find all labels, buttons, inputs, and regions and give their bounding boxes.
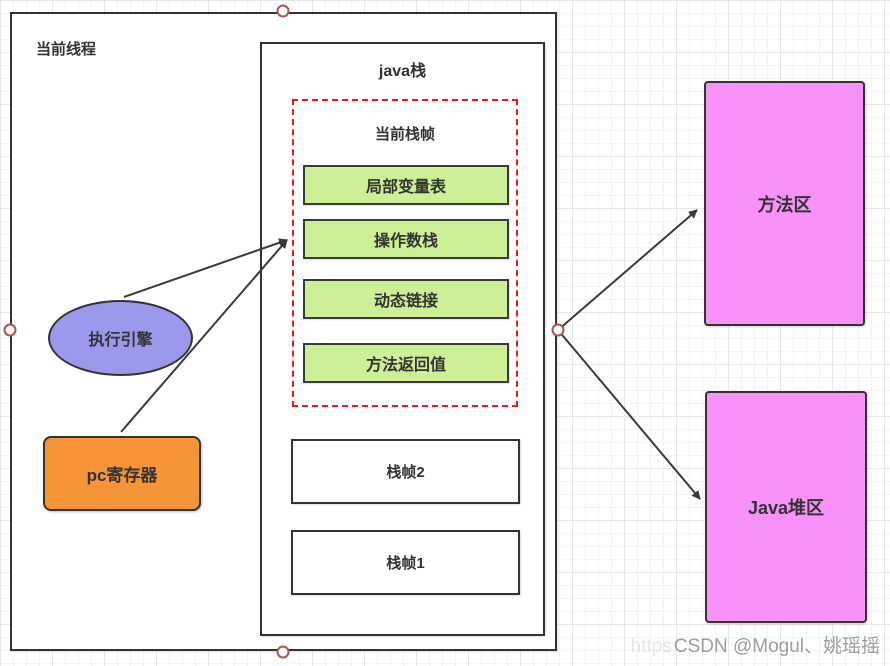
method-area-box[interactable]: 方法区 [704,81,865,326]
pc-register-label: pc寄存器 [86,466,158,485]
method-area-label: 方法区 [757,194,812,215]
stack-frame-1-box[interactable]: 栈帧1 [291,530,520,595]
pc-register-box[interactable]: pc寄存器 [43,436,201,511]
current-stack-frame-box[interactable]: 当前栈帧 局部变量表 操作数栈 动态链接 方法返回值 [292,99,518,407]
execution-engine-ellipse[interactable]: 执行引擎 [48,300,193,376]
java-heap-box[interactable]: Java堆区 [705,391,867,623]
dynamic-linking-label: 动态链接 [373,293,438,310]
method-return-value-box[interactable]: 方法返回值 [303,343,509,383]
dynamic-linking-box[interactable]: 动态链接 [303,279,509,319]
operand-stack-label: 操作数栈 [373,233,438,250]
operand-stack-box[interactable]: 操作数栈 [303,219,509,259]
stack-frame-2-label: 栈帧2 [386,464,425,481]
arrow-thread-to-method-area[interactable] [557,209,698,331]
watermark-faint-prefix: https [630,636,672,657]
watermark-text: CSDN @Mogul、姚瑶摇 [673,636,880,657]
execution-engine-label: 执行引擎 [88,332,153,349]
current-thread-label: 当前线程 [36,41,97,58]
stack-frame-1-label: 栈帧1 [386,555,425,572]
arrow-thread-to-java-heap[interactable] [557,329,701,500]
current-thread-box[interactable]: 当前线程 java栈 当前栈帧 局部变量表 操作数栈 动态链接 方法返回值 [10,12,557,651]
stack-frame-2-box[interactable]: 栈帧2 [291,439,520,504]
current-stack-frame-title: 当前栈帧 [374,126,435,143]
java-heap-label: Java堆区 [747,498,825,518]
local-variable-table-box[interactable]: 局部变量表 [303,165,509,205]
local-variable-table-label: 局部变量表 [365,179,446,196]
method-return-value-label: 方法返回值 [365,357,446,374]
java-stack-box[interactable]: java栈 当前栈帧 局部变量表 操作数栈 动态链接 方法返回值 栈帧 [260,42,545,636]
java-stack-title: java栈 [378,63,427,80]
